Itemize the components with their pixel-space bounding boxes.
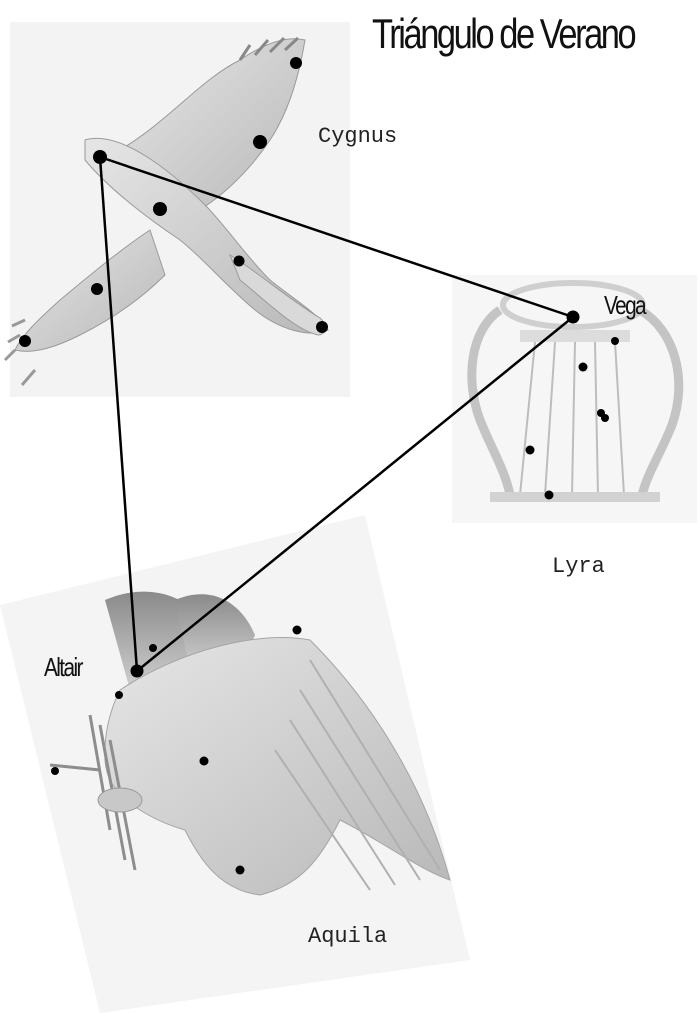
star-cygnus: [316, 321, 328, 333]
cygnus-figure: [5, 22, 350, 397]
star-cygnus: [91, 283, 103, 295]
vega-label: Vega: [604, 290, 645, 321]
star-lyra: [611, 337, 619, 345]
star-cygnus: [253, 135, 267, 149]
star-cygnus: [19, 335, 31, 347]
altair-label: Altair: [44, 652, 82, 683]
star-lyra: [545, 491, 554, 500]
star-aquila: [236, 866, 245, 875]
star-lyra: [601, 414, 609, 422]
star-aquila: [149, 644, 157, 652]
star-lyra: [579, 363, 588, 372]
star-aquila: [293, 626, 302, 635]
star-deneb: [93, 150, 107, 164]
star-aquila: [115, 691, 123, 699]
star-cygnus: [234, 256, 245, 267]
aquila-label: Aquila: [308, 924, 387, 949]
star-cygnus: [153, 202, 167, 216]
star-aquila: [200, 757, 209, 766]
star-aquila: [51, 767, 59, 775]
star-cygnus: [290, 57, 302, 69]
aquila-figure: [0, 515, 470, 1013]
page-title: Triángulo de Verano: [372, 10, 634, 58]
cygnus-label: Cygnus: [318, 124, 397, 149]
star-altair: [131, 665, 144, 678]
star-vega: [567, 311, 580, 324]
star-lyra: [526, 446, 535, 455]
lyra-label: Lyra: [552, 554, 605, 579]
